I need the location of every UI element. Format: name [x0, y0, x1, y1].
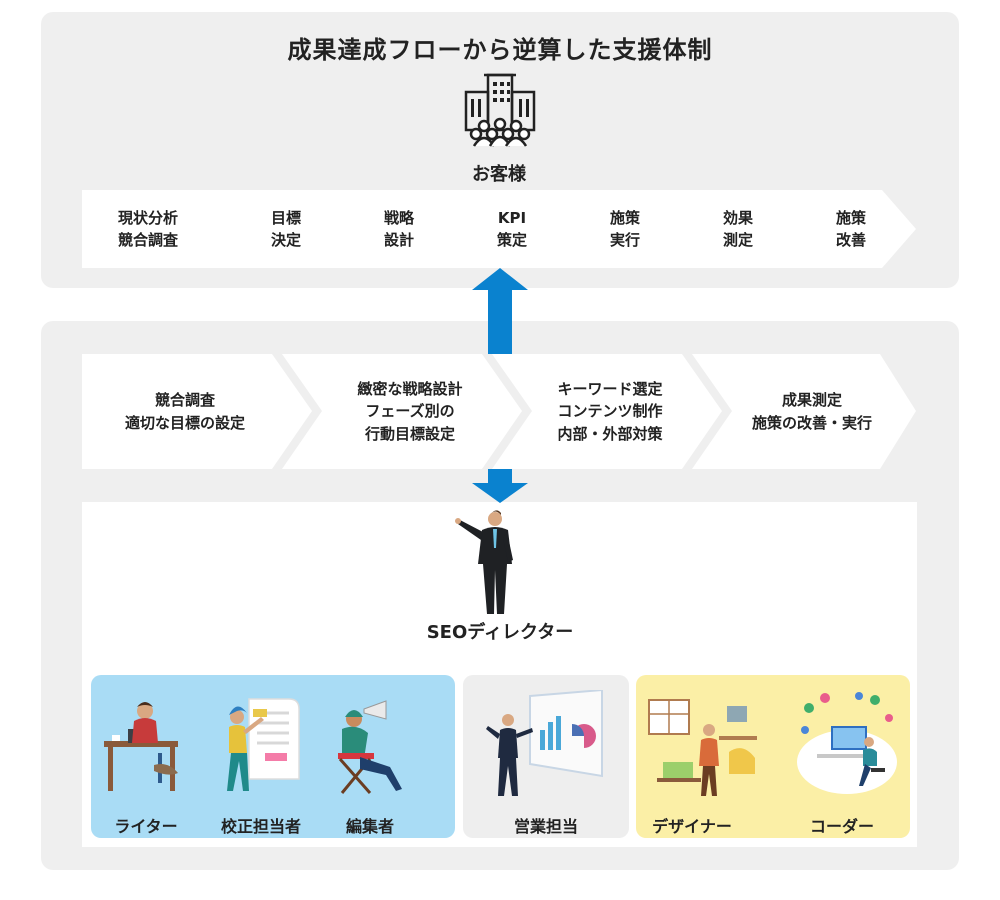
flow-chevron-6 [644, 190, 801, 268]
flow-chevron-5 [531, 190, 688, 268]
role-proofreader: 校正担当者 [220, 817, 301, 836]
flow-step-5: 施策実行 [609, 208, 640, 250]
flow-chevrons [82, 190, 916, 268]
editor-illustration [338, 700, 402, 794]
strategy-chevron-2 [282, 354, 522, 469]
strategy-chevron-1 [82, 354, 312, 469]
flow-step-2: 目標決定 [270, 208, 301, 250]
role-sales: 営業担当 [513, 817, 578, 836]
flow-chevron-7 [757, 190, 916, 268]
writer-illustration [104, 702, 178, 791]
strategy-step-4: 成果測定施策の改善・実行 [751, 391, 872, 432]
strategy-chevrons [82, 354, 916, 469]
flow-chevron-4 [418, 190, 575, 268]
role-writer: ライター [114, 817, 178, 836]
role-designer: デザイナー [652, 817, 732, 836]
down-arrow-icon [472, 469, 528, 503]
page-title: 成果達成フローから逆算した支援体制 [287, 36, 713, 64]
strategy-chevron-4 [692, 354, 916, 469]
director-label: SEOディレクター [426, 622, 574, 643]
flow-step-3: 戦略設計 [383, 208, 414, 250]
flow-step-6: 効果測定 [722, 208, 753, 250]
sales-illustration [486, 690, 603, 796]
presenting-businessman-icon [455, 510, 513, 614]
designer-illustration [648, 699, 757, 796]
flow-chevron-3 [305, 190, 462, 268]
role-coder: コーダー [809, 817, 874, 836]
flow-chevron-1 [82, 190, 236, 268]
client-label: お客様 [472, 164, 526, 185]
strategy-step-2: 緻密な戦略設計フェーズ別の行動目標設定 [357, 379, 463, 443]
strategy-step-3: キーワード選定コンテンツ制作内部・外部対策 [557, 379, 663, 443]
flow-chevron-2 [192, 190, 349, 268]
flow-step-1: 現状分析競合調査 [117, 208, 178, 250]
coder-illustration [797, 692, 897, 794]
flow-step-7: 施策改善 [835, 208, 866, 250]
role-editor: 編集者 [345, 817, 394, 836]
proofreader-illustration [227, 698, 300, 791]
strategy-step-1: 競合調査適切な目標の設定 [124, 391, 245, 432]
up-arrow-icon [472, 268, 528, 354]
strategy-chevron-3 [492, 354, 722, 469]
building-crowd-icon [464, 73, 536, 147]
